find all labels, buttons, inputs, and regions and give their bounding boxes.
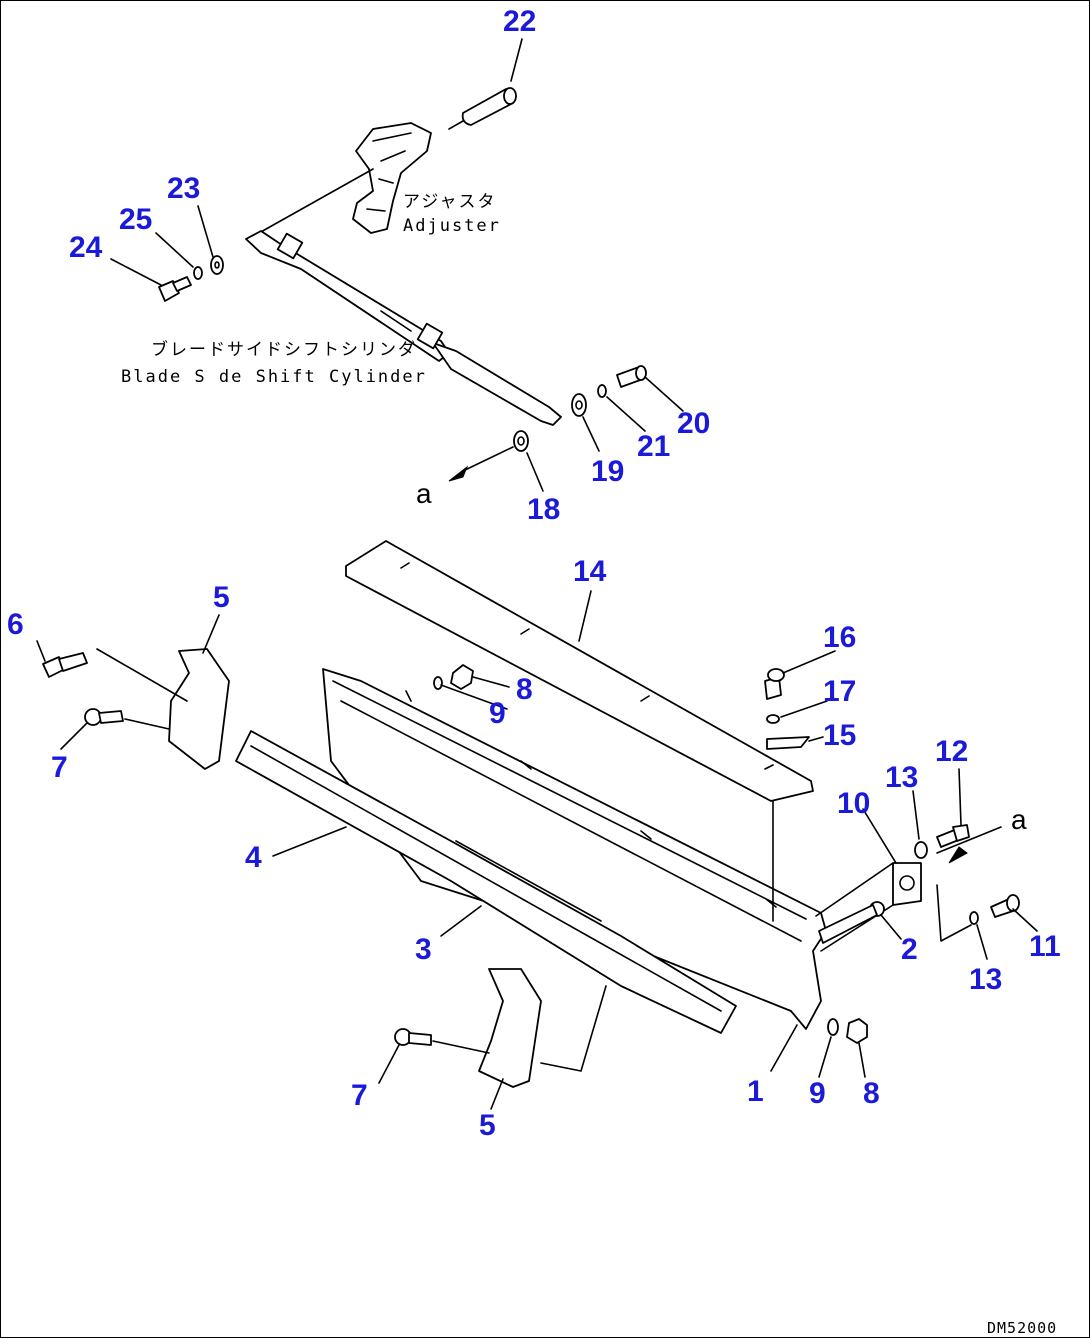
callout-4: 4 [245,841,262,874]
reference-a-left: a [416,478,432,509]
callout-8-upper: 8 [516,673,533,706]
plow-bolt-7-upper [84,708,124,726]
cylinder-label-en: Blade S de Shift Cylinder [121,367,427,387]
callout-23: 23 [167,172,200,205]
washer-9-lower [827,1018,839,1036]
end-bit-5-upper [168,648,230,770]
lockwasher-21 [597,384,607,398]
callout-13-upper: 13 [885,761,918,794]
bolt-11 [990,894,1020,918]
adjuster-pin-22 [448,87,517,130]
callout-19: 19 [591,455,624,488]
plow-bolt-7-lower [394,1028,432,1046]
adjuster-label-jp: アジャスタ [403,192,496,212]
adjuster-label-en: Adjuster [403,216,501,236]
bolt-6 [42,652,88,678]
callout-11: 11 [1029,930,1061,963]
shim-18 [513,430,529,452]
washer-13-lower [969,911,979,925]
washer-9-upper [433,676,443,690]
callout-2: 2 [901,933,918,966]
callout-9-upper: 9 [489,697,506,730]
callout-16: 16 [823,621,856,654]
nut-8-lower [846,1018,868,1044]
callout-8-lower: 8 [863,1077,880,1110]
bolt-24 [158,276,192,302]
callout-17: 17 [823,675,856,708]
callout-15: 15 [823,719,856,752]
callout-14: 14 [573,555,607,588]
adjuster-bracket [352,122,432,234]
callout-21: 21 [637,430,670,463]
drawing-code: DM52000 [987,1319,1057,1337]
bolt-20 [616,365,647,388]
callout-13-lower: 13 [969,963,1002,996]
pin-2 [818,901,885,944]
callout-5-lower: 5 [479,1109,496,1142]
bolt-12 [936,824,970,848]
bolt-16 [764,668,785,700]
callout-7-upper: 7 [51,751,68,784]
callout-12: 12 [935,735,968,768]
plate-14 [345,540,814,802]
washer-13-upper [914,841,928,859]
cylinder-label-jp: ブレードサイドシフトシリンダ [151,339,417,360]
cylinder [245,230,562,426]
callout-6: 6 [7,608,24,641]
end-bit-5-lower [478,968,542,1088]
lockwasher-25 [193,266,203,280]
callout-10: 10 [837,787,870,820]
callout-3: 3 [415,933,432,966]
callout-24: 24 [69,231,103,264]
callout-20: 20 [677,407,710,440]
washer-23 [210,255,224,275]
callout-7-lower: 7 [351,1079,368,1112]
shim-15 [766,736,810,750]
callout-22: 22 [503,5,536,38]
reference-a-right: a [1011,804,1027,835]
nut-8-upper [450,664,474,690]
callout-1: 1 [747,1075,764,1108]
callout-5-upper: 5 [213,581,230,614]
callout-25: 25 [119,203,152,236]
washer-17 [766,714,780,724]
cutting-edge-4 [235,730,737,1034]
washer-19 [571,393,587,417]
bracket-10 [815,862,922,952]
callout-9-lower: 9 [809,1077,826,1110]
callout-18: 18 [527,493,560,526]
